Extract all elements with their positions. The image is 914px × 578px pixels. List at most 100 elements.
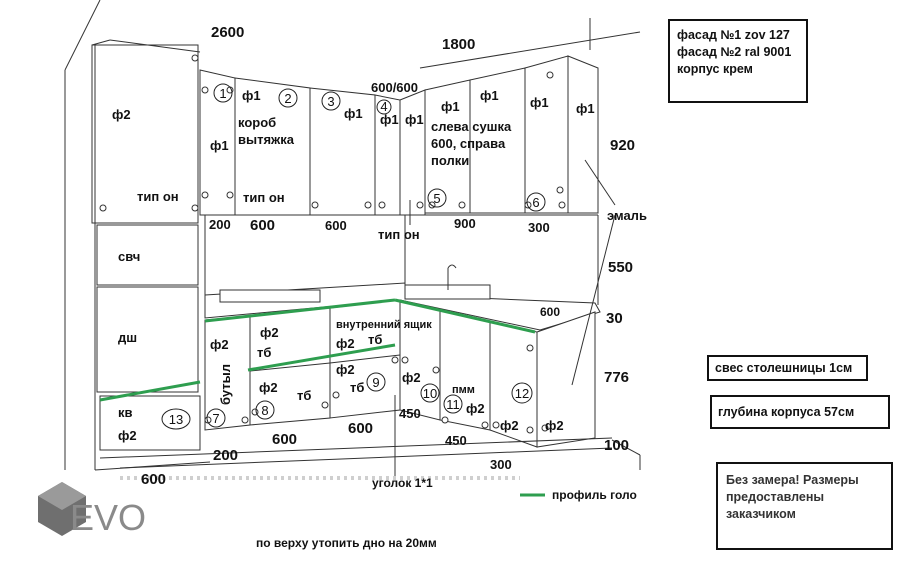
label-ugolok: уголок 1*1 xyxy=(372,476,433,490)
num-13: 13 xyxy=(169,412,183,427)
dim-776: 776 xyxy=(604,369,629,386)
evo-logo-text: EVO xyxy=(70,497,146,538)
notice-line-2: предоставлены xyxy=(726,490,825,504)
label-tipon-tall: тип он xyxy=(137,189,179,204)
label-tb-8b: тб xyxy=(297,388,311,403)
label-bottom-note: по верху утопить дно на 20мм xyxy=(256,536,437,550)
dim-b-300: 300 xyxy=(490,457,512,472)
notice-box: Без замера! Размеры предоставлены заказч… xyxy=(716,462,893,550)
label-f2-11: ф2 xyxy=(466,401,485,416)
dim-u-300: 300 xyxy=(528,220,550,235)
label-f2-9b: ф2 xyxy=(336,362,355,377)
pointer-lines xyxy=(394,159,616,480)
label-butyl: бутыл xyxy=(218,364,233,405)
label-f2-8b: ф2 xyxy=(259,380,278,395)
label-f1-6b: ф1 xyxy=(576,101,595,116)
countertop xyxy=(204,264,601,331)
dim-b-600b: 600 xyxy=(348,420,373,437)
num-12: 12 xyxy=(515,386,529,401)
label-f2-8: ф2 xyxy=(260,325,279,340)
label-dsh: дш xyxy=(118,330,137,345)
dim-u-200: 200 xyxy=(209,217,231,232)
num-1: 1 xyxy=(219,86,226,101)
tall-column xyxy=(91,39,211,471)
label-f1-4: ф1 xyxy=(380,112,399,127)
overhang-box: свес столешницы 1см xyxy=(707,355,868,381)
label-f1-4b: ф1 xyxy=(405,112,424,127)
label-f1-1b: ф1 xyxy=(210,138,229,153)
facade-spec-box: фасад №1 zov 127 фасад №2 ral 9001 корпу… xyxy=(668,19,808,103)
dim-b-600c: 600 xyxy=(141,471,166,488)
num-10: 10 xyxy=(423,386,437,401)
dim-b-450b: 450 xyxy=(445,433,467,448)
num-3: 3 xyxy=(327,94,334,109)
label-f2-9: ф2 xyxy=(336,336,355,351)
dim-920: 920 xyxy=(610,137,635,154)
label-kv: кв xyxy=(118,405,133,420)
label-pmm: пмм xyxy=(452,384,475,396)
depth-box: глубина корпуса 57см xyxy=(710,395,890,429)
label-f1-5: ф1 xyxy=(441,99,460,114)
notice-line-3: заказчиком xyxy=(726,507,796,521)
upper-right xyxy=(424,55,599,214)
label-f1-1: ф1 xyxy=(242,88,261,103)
num-8: 8 xyxy=(261,403,268,418)
num-2: 2 xyxy=(284,91,291,106)
label-tb-9: тб xyxy=(368,332,382,347)
num-7: 7 xyxy=(212,411,219,426)
label-vytyazhka: вытяжка xyxy=(238,132,295,147)
depth-text: глубина корпуса 57см xyxy=(718,405,855,419)
dim-counter-600: 600 xyxy=(540,305,560,319)
num-9: 9 xyxy=(372,375,379,390)
gola-profiles xyxy=(99,298,536,402)
num-4: 4 xyxy=(380,99,387,114)
label-tb-9b: тб xyxy=(350,380,364,395)
label-f2-tall: ф2 xyxy=(112,107,131,122)
facade-line-1: фасад №1 zov 127 xyxy=(677,28,790,42)
num-5: 5 xyxy=(433,191,440,206)
dim-b-600a: 600 xyxy=(272,431,297,448)
label-tipon-3: тип он xyxy=(378,227,420,242)
overhang-text: свес столешницы 1см xyxy=(715,361,853,375)
evo-logo: EVO xyxy=(38,482,146,538)
label-profile: профиль голо xyxy=(552,488,637,502)
dim-30: 30 xyxy=(606,310,623,327)
label-f2-10: ф2 xyxy=(402,370,421,385)
label-dryer-3: полки xyxy=(431,153,469,168)
label-f1-5b: ф1 xyxy=(480,88,499,103)
dim-u-600a: 600 xyxy=(250,217,275,234)
dim-100: 100 xyxy=(604,437,629,454)
room-lines xyxy=(64,0,641,470)
facade-line-2: фасад №2 ral 9001 xyxy=(677,45,792,59)
dim-u-600b: 600 xyxy=(325,218,347,233)
label-f2-7: ф2 xyxy=(210,337,229,352)
label-dryer-1: слева сушка xyxy=(431,119,512,134)
backsplash xyxy=(204,214,599,305)
label-f1-3: ф1 xyxy=(344,106,363,121)
facade-line-3: корпус крем xyxy=(677,62,753,76)
label-inner-drawer: внутренний ящик xyxy=(336,319,432,331)
label-tb-8: тб xyxy=(257,345,271,360)
num-11: 11 xyxy=(446,397,460,412)
dim-b-450a: 450 xyxy=(399,406,421,421)
label-korob: короб xyxy=(238,115,276,130)
upper-left xyxy=(199,69,426,216)
num-6: 6 xyxy=(532,195,539,210)
dim-600-600: 600/600 xyxy=(371,80,418,95)
label-dryer-2: 600, справа xyxy=(431,136,506,151)
label-emal: эмаль xyxy=(607,208,647,223)
label-f1-6: ф1 xyxy=(530,95,549,110)
dim-b-200: 200 xyxy=(213,447,238,464)
label-svch: свч xyxy=(118,249,140,264)
dim-550: 550 xyxy=(608,259,633,276)
notice-line-1: Без замера! Размеры xyxy=(726,473,859,487)
label-f2-kv: ф2 xyxy=(118,428,137,443)
number-circles xyxy=(161,83,546,430)
dim-2600: 2600 xyxy=(211,24,244,41)
dim-1800: 1800 xyxy=(442,36,475,53)
label-f2-12: ф2 xyxy=(545,418,564,433)
dim-u-900: 900 xyxy=(454,216,476,231)
label-f2-11b: ф2 xyxy=(500,418,519,433)
label-tipon-2: тип он xyxy=(243,190,285,205)
